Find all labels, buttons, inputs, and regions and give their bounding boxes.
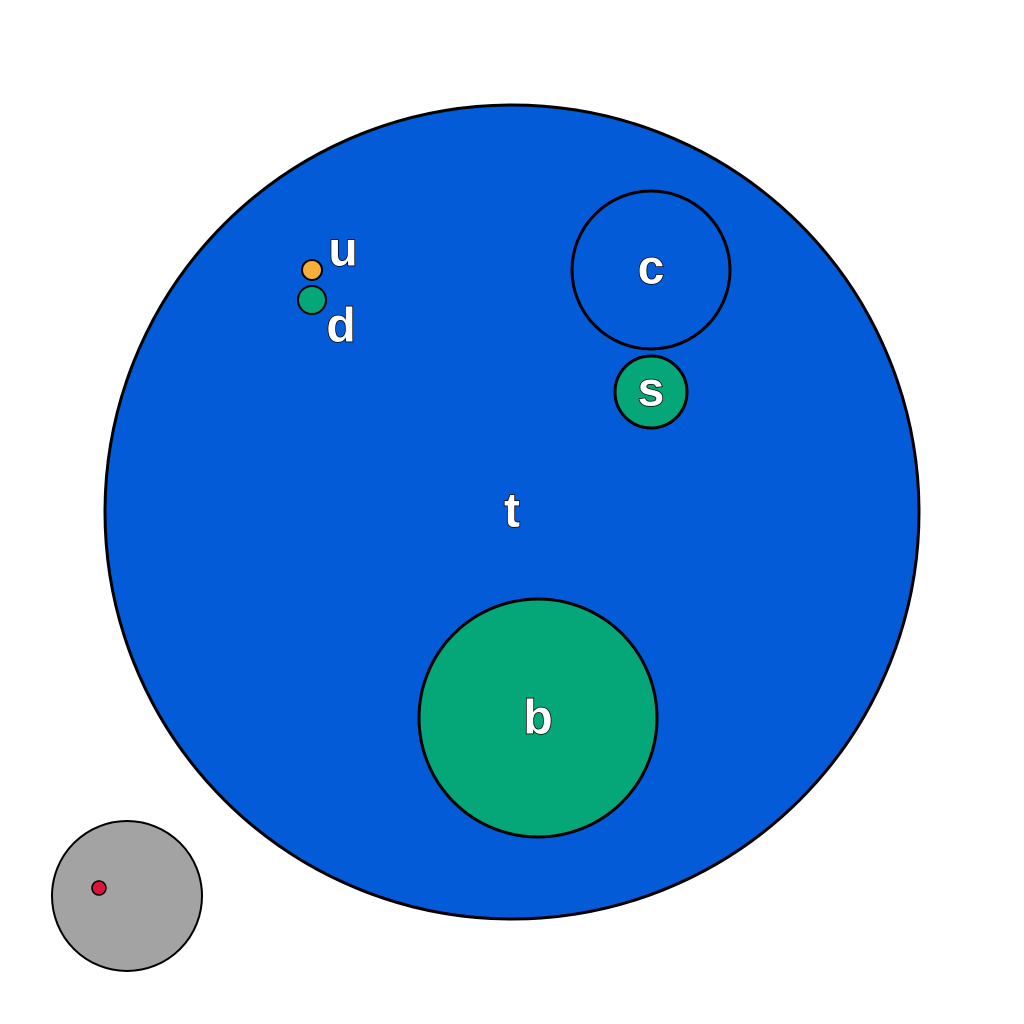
circle-d — [297, 285, 327, 315]
label-c: c — [638, 242, 665, 295]
circle-u — [301, 259, 323, 281]
label-u: u — [328, 224, 357, 277]
label-d: d — [326, 300, 355, 353]
circle-s — [613, 354, 689, 430]
circle-gray — [51, 820, 203, 972]
label-t: t — [504, 485, 520, 538]
circle-b — [417, 597, 659, 839]
label-s: s — [638, 364, 665, 417]
circle-red-dot — [91, 880, 107, 896]
circle-c — [570, 189, 732, 351]
label-b: b — [523, 692, 552, 745]
